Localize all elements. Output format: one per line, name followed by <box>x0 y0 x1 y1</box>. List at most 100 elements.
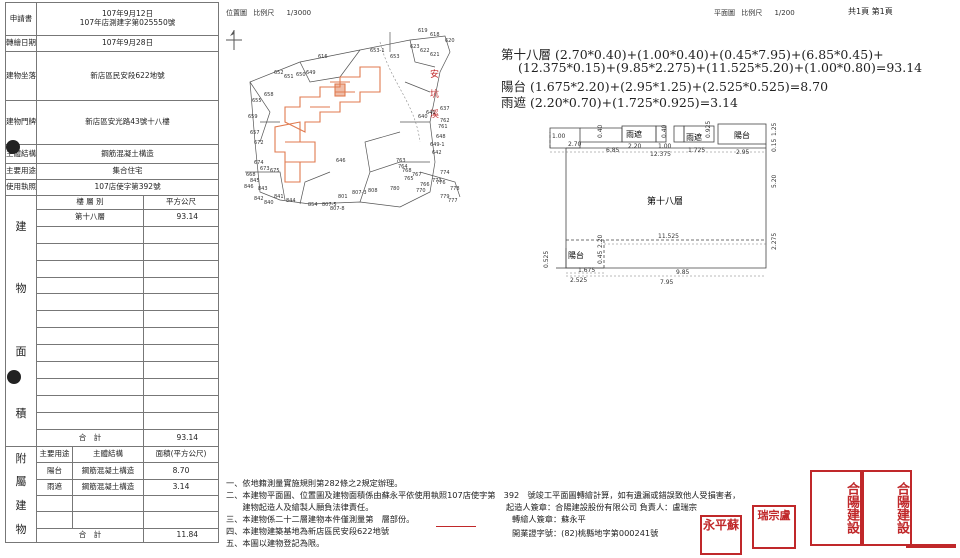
parcel-label: 640 <box>418 114 428 120</box>
river-char: 溪 <box>430 108 439 120</box>
dimension-label: 11.525 <box>658 233 679 240</box>
attach-area: 8.70 <box>142 462 220 480</box>
dimension-label: 6.85 <box>606 147 620 154</box>
parcel-label: 653 <box>390 54 400 60</box>
location-header: 位置圖 比例尺 1/3000 <box>226 8 311 18</box>
registration-form: 申請書 107年9月12日 107年店測建字第025550號 轉繪日期 107年… <box>5 2 220 544</box>
parcel-label: 842 <box>254 196 264 202</box>
floor-header: 樓 層 別 <box>36 195 144 210</box>
floor-name: 第十八層 <box>36 208 144 227</box>
area-side-char: 積 <box>15 407 27 421</box>
attach-header-use: 主要用途 <box>36 445 73 464</box>
parcel-label: 619 <box>418 28 428 34</box>
parcel-label: 672 <box>254 140 264 146</box>
attach-use: 雨遮 <box>36 478 73 496</box>
canopy-label: 雨遮 <box>626 129 642 139</box>
building-site: 新店區民安段622地號 <box>35 51 220 101</box>
attach-side-char: 屬 <box>15 475 27 489</box>
location-scale-label: 比例尺 <box>253 9 275 17</box>
parcel-label: 620 <box>445 38 455 44</box>
location-scale: 1/3000 <box>286 9 312 17</box>
formula-floor: 第十八層 (2.70*0.40)+(1.00*0.40)+(0.45*7.95)… <box>501 47 884 62</box>
building-site-label: 建物坐落 <box>5 51 37 101</box>
dimension-label: 0.925 <box>705 121 712 138</box>
attach-header-area: 面積(平方公尺) <box>142 445 220 464</box>
attach-total-value: 11.84 <box>142 527 220 544</box>
red-underline <box>436 526 476 527</box>
license-label: 使用執照 <box>5 179 37 196</box>
plan-title: 平面圖 <box>714 9 735 17</box>
parcel-label: 846 <box>244 184 254 190</box>
apply-date: 107年9月12日 <box>101 9 154 19</box>
plan-header: 平面圖 比例尺 1/200 <box>714 8 795 18</box>
parcel-label: 765 <box>404 176 414 182</box>
dimension-label: 1.00 <box>658 143 672 150</box>
builder-sign: 起造人簽章：合陽建設股份有限公司 負責人：盧瑞宗 <box>506 502 697 512</box>
parcel-label: 776 <box>436 180 446 186</box>
location-title: 位置圖 <box>226 9 247 17</box>
plan-scale: 1/200 <box>774 9 795 17</box>
canopy-label-2: 雨遮 <box>686 132 702 142</box>
apply-no: 107年店測建字第025550號 <box>79 18 176 27</box>
parcel-label: 651 <box>284 74 294 80</box>
parcel-label: 843 <box>258 186 268 192</box>
dimension-label: 1.675 <box>578 267 595 274</box>
parcel-label: 770 <box>416 188 426 194</box>
dimension-label: 5.20 <box>771 174 778 188</box>
area-side-char: 面 <box>15 344 27 358</box>
attach-struct: 鋼筋混凝土構造 <box>72 478 144 496</box>
parcel-label: 668 <box>246 172 256 178</box>
total-label: 合 計 <box>36 428 144 448</box>
transfer-date: 107年9月28日 <box>35 35 220 52</box>
main-use-label: 主要用途 <box>5 163 37 180</box>
dimension-label: 9.85 <box>676 269 690 276</box>
parcel-label: 648 <box>436 134 446 140</box>
parcel-label: 768 <box>402 168 412 174</box>
parcel-label: 653-1 <box>370 48 385 54</box>
parcel-label: 808 <box>368 188 378 194</box>
note-line: 四、本建物建築基地為新店區民安段622地號 <box>226 526 390 536</box>
area-side-label: 建 物 面 積 <box>5 195 37 447</box>
binder-hole <box>7 370 21 384</box>
parcel-label: 807-3 <box>352 190 367 196</box>
main-use-value: 集合住宅 <box>35 163 220 180</box>
parcel-label: 807-8 <box>330 206 345 212</box>
dimension-label: 2.20 <box>597 234 604 248</box>
parcel-label: 773 <box>432 178 442 184</box>
dimension-label: 1.25 <box>771 122 778 136</box>
attach-area: 3.14 <box>142 478 220 496</box>
parcel-label: 841 <box>274 194 284 200</box>
parcel-label: 646 <box>336 158 346 164</box>
dimension-label: 0.40 <box>597 124 604 138</box>
parcel-label: 767 <box>412 172 422 178</box>
page-count: 共1頁 第1頁 <box>848 7 893 16</box>
parcel-label: 618 <box>430 32 440 38</box>
attach-side-char: 物 <box>15 522 27 536</box>
seal-edge <box>906 544 956 548</box>
parcel-label: 761 <box>438 124 448 130</box>
building-door-label: 建物門牌 <box>5 100 37 145</box>
parcel-label: 649-1 <box>430 142 445 148</box>
parcel-label: 840 <box>264 200 274 206</box>
parcel-label: 652 <box>274 70 284 76</box>
parcel-label: 844 <box>286 198 296 204</box>
parcel-label: 675 <box>270 168 280 174</box>
dimension-label: 12.375 <box>650 151 671 158</box>
binder-hole <box>6 140 20 154</box>
seal-su-yongping: 永平蘇 <box>700 515 742 555</box>
license-no: 開業證字號：(82)桃縣地字第000241號 <box>512 528 659 538</box>
dimension-label: 2.70 <box>568 141 582 148</box>
parcel-label: 616 <box>318 54 328 60</box>
parcel-label: 641 <box>426 110 436 116</box>
parcel-label: 780 <box>390 186 400 192</box>
formula-balcony: 陽台 (1.675*2.20)+(2.95*1.25)+(2.525*0.525… <box>501 79 829 94</box>
apply-info: 107年9月12日 107年店測建字第025550號 <box>35 2 220 36</box>
parcel-label: 774 <box>440 170 450 176</box>
river-char: 坑 <box>430 88 439 100</box>
parcel-label: 621 <box>430 52 440 58</box>
parcel-label: 763 <box>396 158 406 164</box>
parcel-label: 637 <box>440 106 450 112</box>
parcel-label: 764 <box>398 164 408 170</box>
total-value: 93.14 <box>142 428 220 448</box>
area-side-char: 建 <box>15 219 27 233</box>
